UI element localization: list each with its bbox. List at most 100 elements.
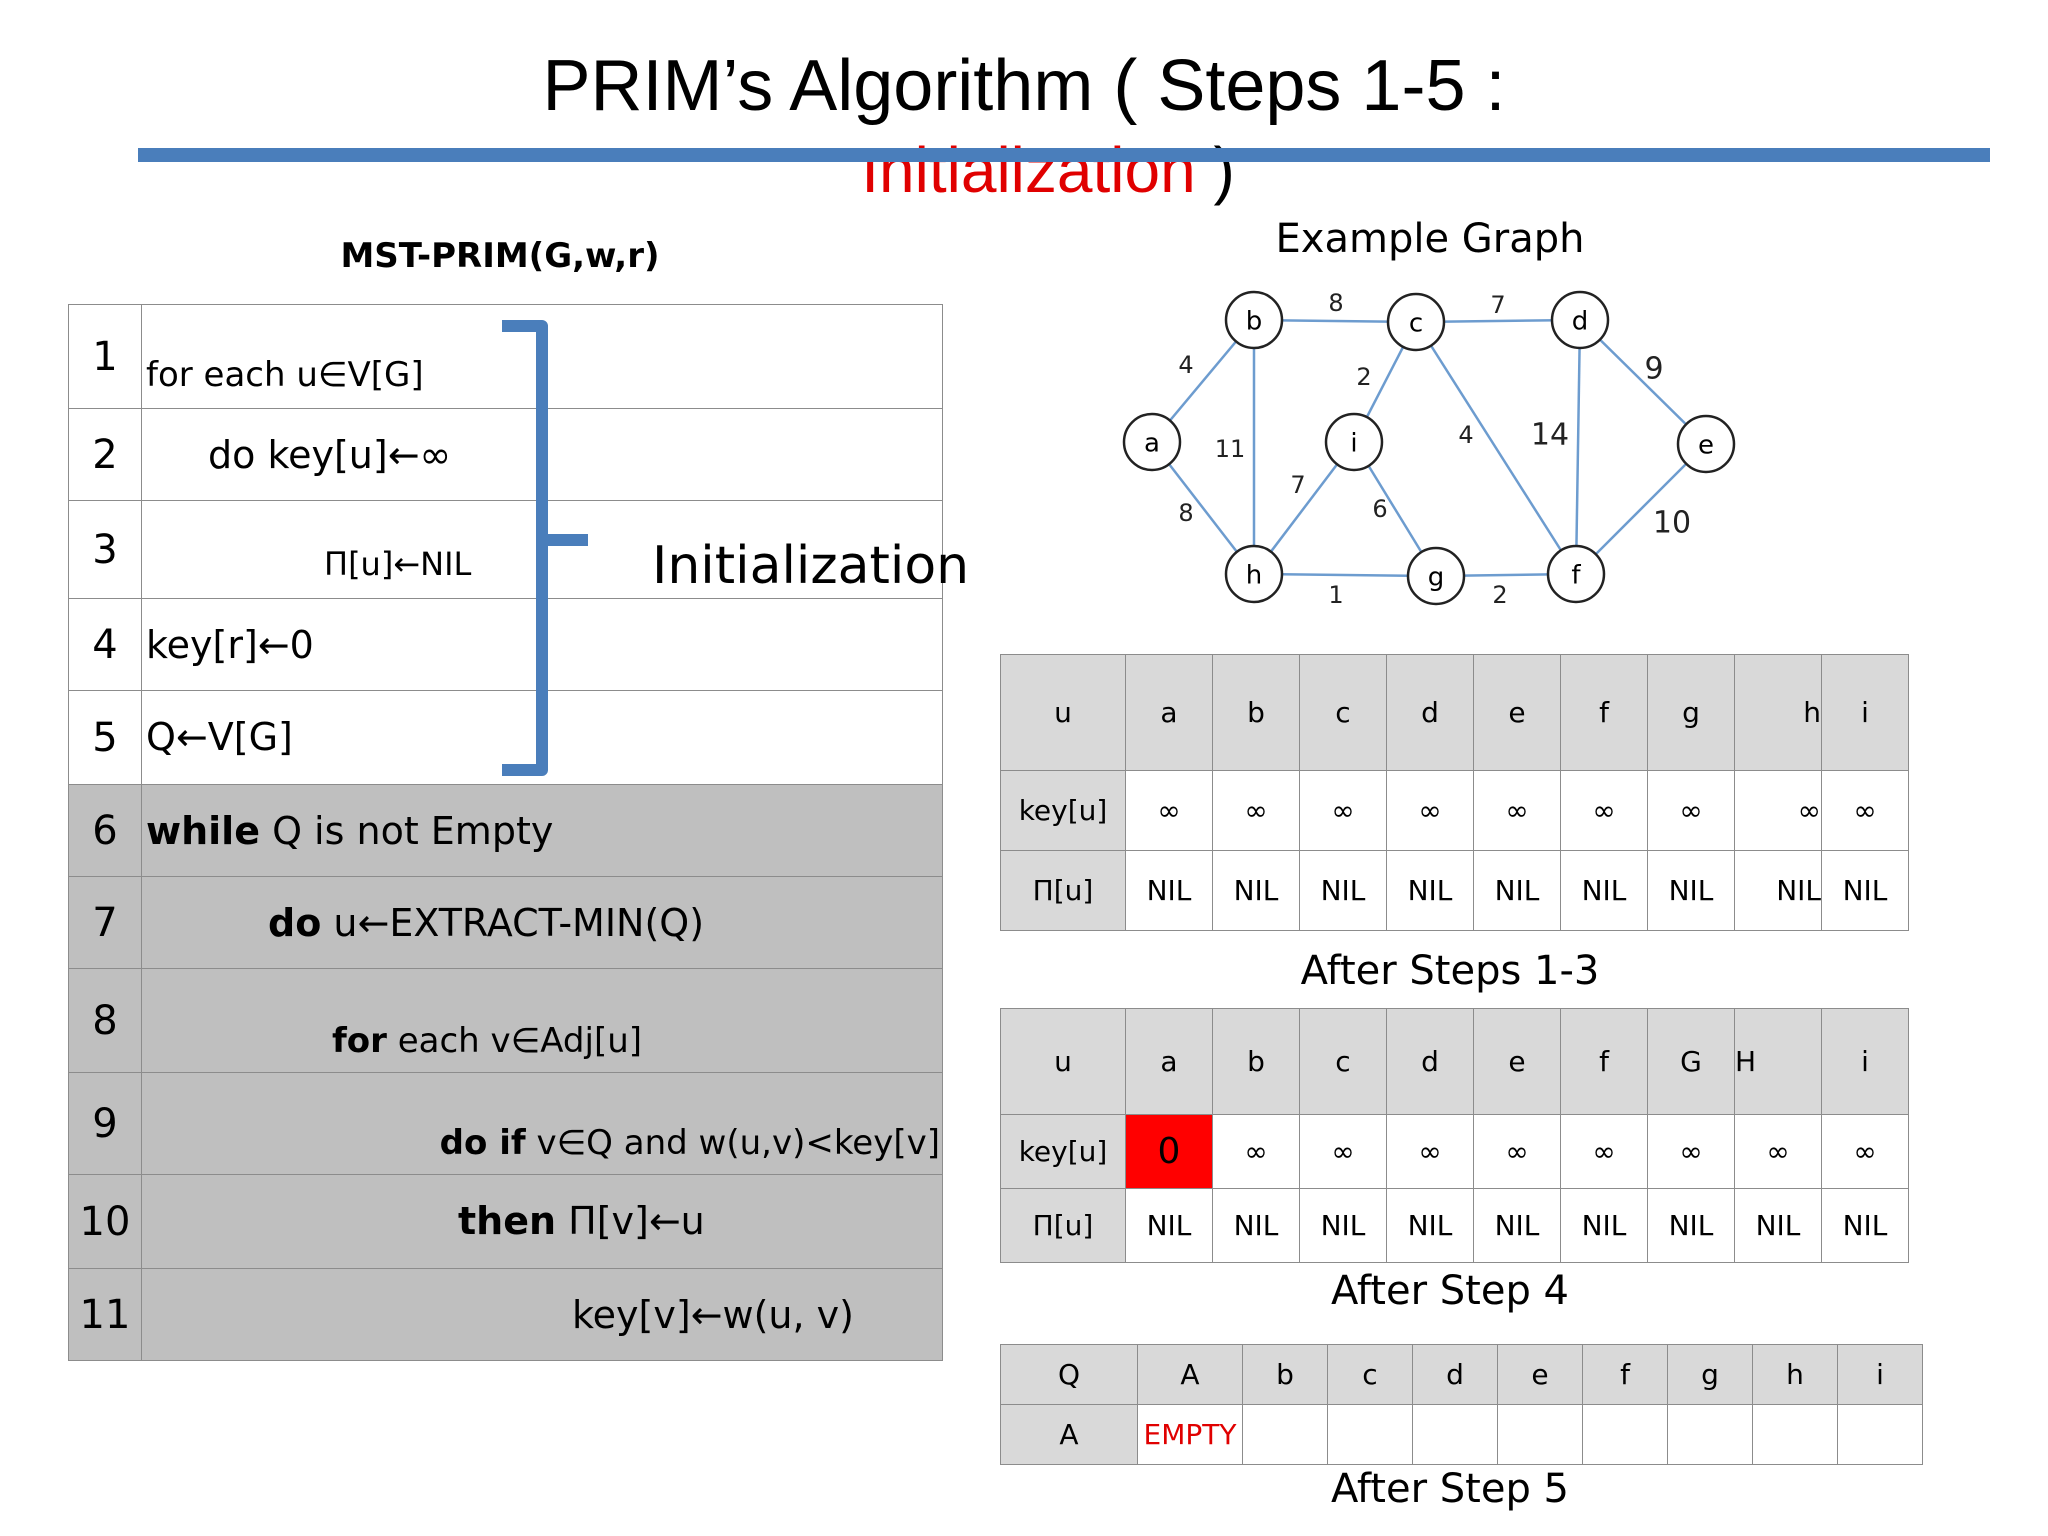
key-cell: ∞ [1386, 770, 1474, 851]
code-keyword: for [332, 1021, 387, 1061]
header-cell: H [1734, 1008, 1822, 1115]
pi-cell: NIL [1821, 1188, 1909, 1263]
code-line: 10 then Π[v]←u [68, 1174, 943, 1269]
header-cell: d [1412, 1344, 1498, 1405]
edge-weight-h-g: 1 [1328, 581, 1343, 609]
code-keyword: while [146, 809, 260, 853]
pi-cell: NIL [1125, 1188, 1213, 1263]
edge-weight-b-h: 11 [1215, 435, 1246, 463]
graph-node-label-b: b [1246, 307, 1263, 337]
header-cell: a [1125, 1008, 1213, 1115]
caption-after-step-5: After Step 5 [1330, 1466, 1569, 1512]
key-cell: ∞ [1212, 770, 1300, 851]
caption-after-steps-1-3: After Steps 1-3 [1300, 948, 1600, 994]
empty-cell [1837, 1404, 1923, 1465]
header-cell: f [1582, 1344, 1668, 1405]
line-number: 1 [68, 304, 142, 409]
header-cell: b [1212, 654, 1300, 771]
code-rest: v∈Q and w(u,v)<key[v] [525, 1123, 940, 1163]
graph-node-label-c: c [1409, 309, 1423, 339]
header-cell: e [1473, 654, 1561, 771]
pi-cell: NIL [1473, 1188, 1561, 1263]
key-cell: ∞ [1560, 770, 1648, 851]
code-rest: Q is not Empty [259, 809, 554, 853]
pi-cell: NIL [1212, 850, 1300, 931]
header-cell: g [1647, 654, 1735, 771]
key-cell: ∞ [1647, 1114, 1735, 1189]
header-cell: e [1497, 1344, 1583, 1405]
graph-node-h [1224, 544, 1284, 604]
code-line: 7 do u←EXTRACT-MIN(Q) [68, 876, 943, 969]
empty-label: EMPTY [1137, 1404, 1243, 1465]
key-cell: ∞ [1386, 1114, 1474, 1189]
header-cell: A [1137, 1344, 1243, 1405]
edge-weight-a-b: 4 [1178, 351, 1193, 379]
line-number: 3 [68, 500, 142, 599]
edge-weight-c-d: 7 [1490, 291, 1505, 319]
key-cell: ∞ [1734, 1114, 1822, 1189]
key-cell: ∞ [1473, 770, 1561, 851]
line-number: 10 [68, 1174, 142, 1269]
line-number: 4 [68, 598, 142, 691]
code-cell: for each v∈Adj[u] [141, 968, 943, 1073]
header-cell: b [1242, 1344, 1328, 1405]
header-cell: c [1299, 654, 1387, 771]
edge-weight-e-f: 10 [1653, 506, 1691, 541]
code-cell: while Q is not Empty [141, 784, 943, 877]
header-cell: G [1647, 1008, 1735, 1115]
code-rest: u←EXTRACT-MIN(Q) [321, 901, 705, 945]
row-label: A [1000, 1404, 1138, 1465]
key-cell: ∞ [1299, 770, 1387, 851]
edge-weight-i-h: 7 [1290, 471, 1305, 499]
header-cell: a [1125, 654, 1213, 771]
key-cell: ∞ [1473, 1114, 1561, 1189]
row-label: key[u] [1000, 1114, 1126, 1189]
header-cell: d [1386, 1008, 1474, 1115]
code-text: do u←EXTRACT-MIN(Q) [268, 901, 704, 945]
line-number: 9 [68, 1072, 142, 1175]
code-keyword: do [268, 901, 322, 945]
code-cell: do u←EXTRACT-MIN(Q) [141, 876, 943, 969]
code-line: 6 while Q is not Empty [68, 784, 943, 877]
pi-cell: NIL [1734, 1188, 1822, 1263]
header-cell: c [1327, 1344, 1413, 1405]
pi-cell: NIL [1212, 1188, 1300, 1263]
pi-cell: NIL [1734, 850, 1822, 931]
edge-weight-c-i: 2 [1356, 363, 1371, 391]
key-cell: ∞ [1821, 770, 1909, 851]
graph-edge-h-g [1253, 572, 1437, 578]
code-text: for each u∈V[G] [146, 355, 424, 395]
pi-cell: NIL [1560, 850, 1648, 931]
key-cell: ∞ [1647, 770, 1735, 851]
header-cell: i [1837, 1344, 1923, 1405]
graph-edge-d-e [1579, 319, 1707, 445]
title-rule [138, 148, 1990, 162]
code-cell: do if v∈Q and w(u,v)<key[v] [141, 1072, 943, 1175]
line-number: 5 [68, 690, 142, 785]
graph-node-label-e: e [1698, 431, 1714, 461]
graph-node-label-f: f [1571, 561, 1581, 591]
graph-heading: Example Graph [1275, 216, 1585, 262]
graph-edge-e-f [1575, 443, 1707, 575]
code-text: key[r]←0 [146, 623, 314, 667]
header-cell: f [1560, 1008, 1648, 1115]
header-u: u [1000, 654, 1126, 771]
code-rest: Π[v]←u [556, 1199, 705, 1243]
code-line: 8 for each v∈Adj[u] [68, 968, 943, 1073]
pi-cell: NIL [1560, 1188, 1648, 1263]
graph-node-label-i: i [1350, 429, 1357, 459]
pi-cell: NIL [1647, 1188, 1735, 1263]
header-cell: c [1299, 1008, 1387, 1115]
key-cell: ∞ [1734, 770, 1822, 851]
header-cell: b [1212, 1008, 1300, 1115]
empty-cell [1667, 1404, 1753, 1465]
code-text: for each v∈Adj[u] [332, 1021, 642, 1061]
line-number: 8 [68, 968, 142, 1073]
slide-title: PRIM’s Algorithm ( Steps 1-5 : [542, 46, 1506, 126]
